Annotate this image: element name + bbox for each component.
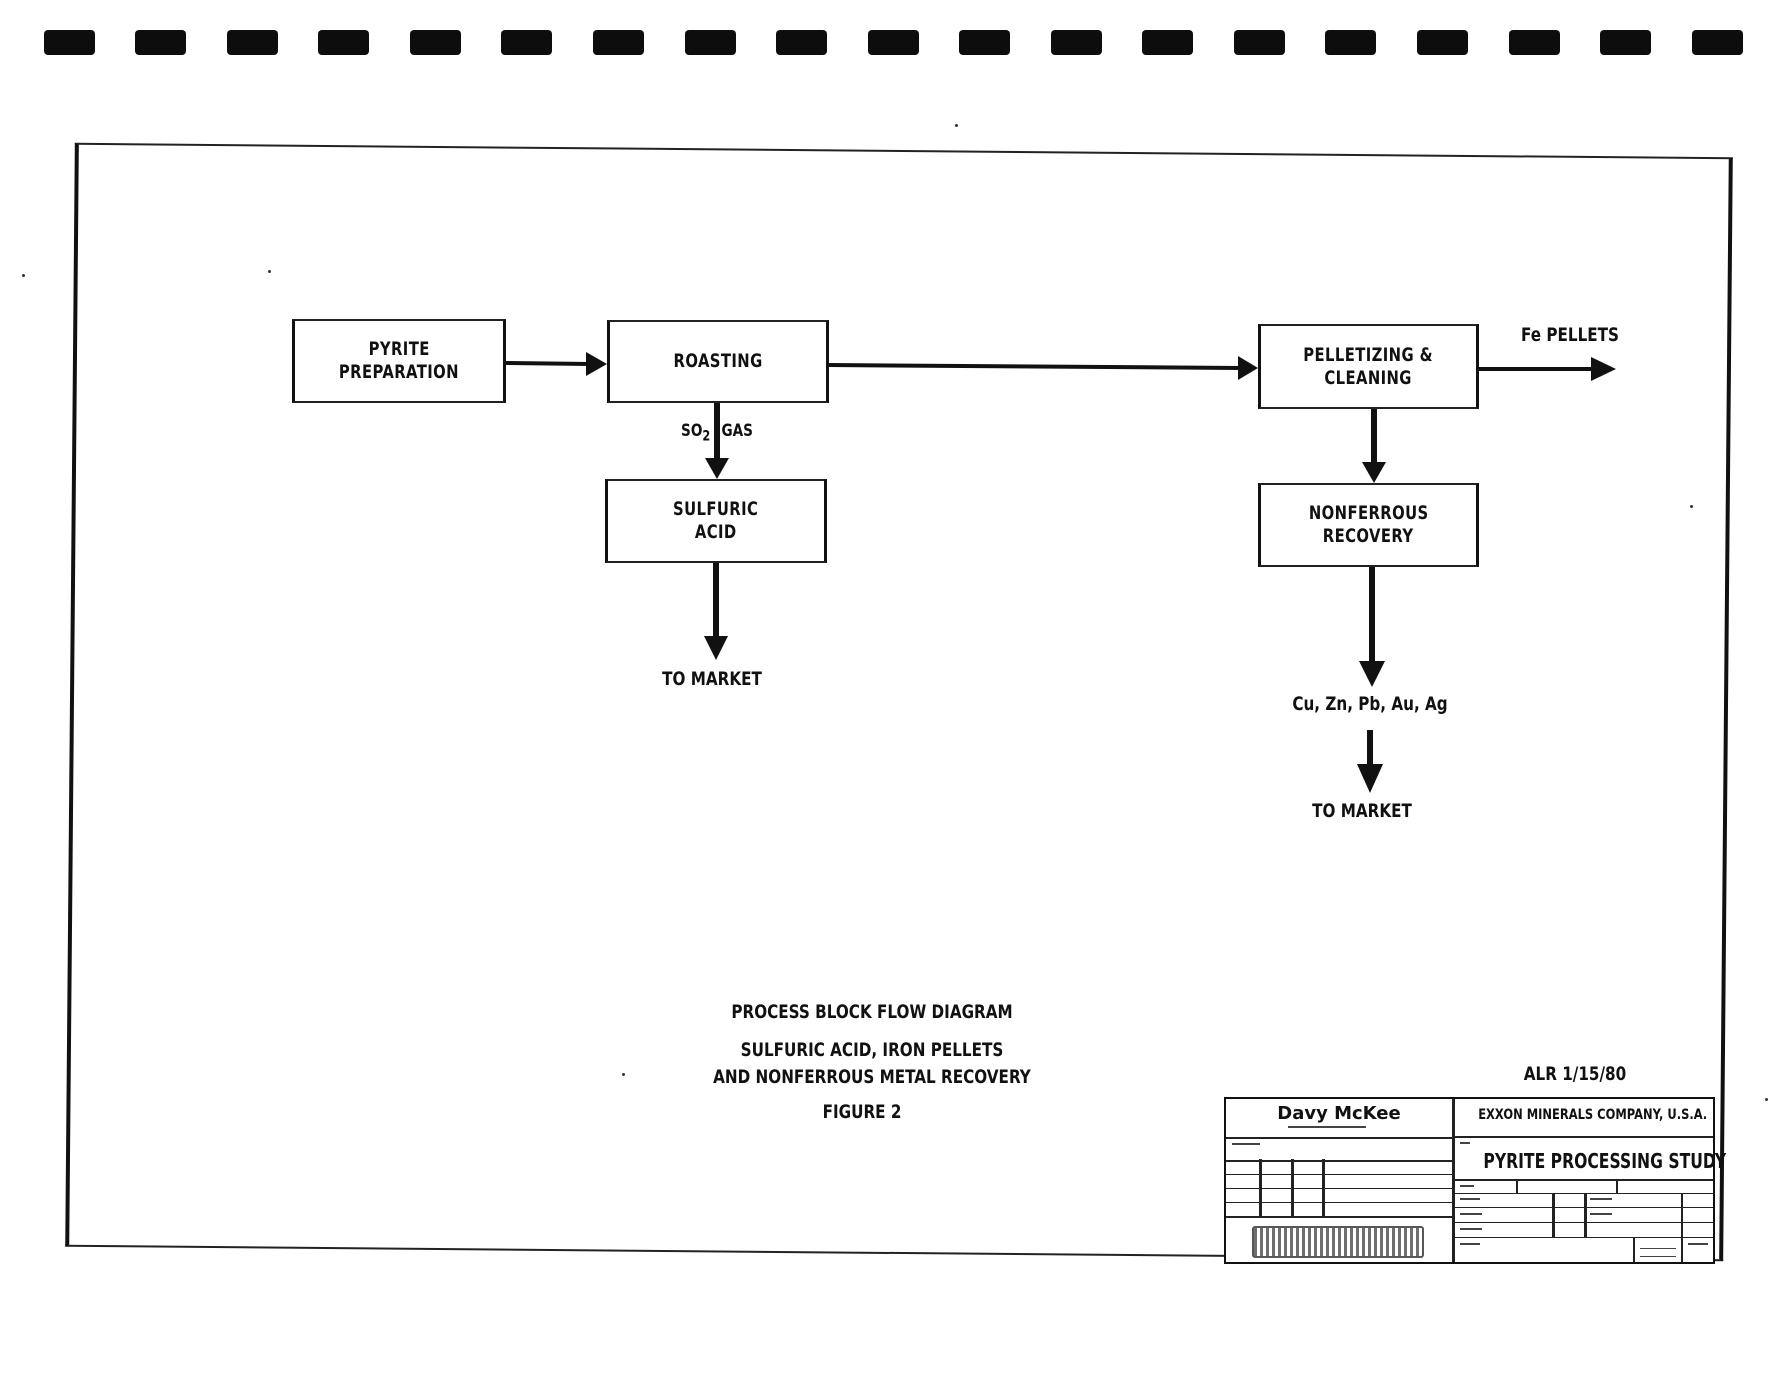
field-label bbox=[1460, 1198, 1480, 1200]
rule bbox=[1633, 1237, 1635, 1262]
punch-hole bbox=[1509, 30, 1560, 55]
punch-hole bbox=[227, 30, 278, 55]
scan-speck bbox=[622, 1073, 625, 1076]
caption-subtitle-1: SULFURIC ACID, IRON PELLETS bbox=[740, 1039, 1004, 1061]
field-label bbox=[1640, 1248, 1676, 1249]
punch-hole bbox=[501, 30, 552, 55]
node-label: ACID bbox=[695, 521, 737, 543]
punch-hole bbox=[44, 30, 95, 55]
firm-tagline bbox=[1288, 1126, 1366, 1128]
rule bbox=[1616, 1179, 1618, 1193]
rule bbox=[1226, 1137, 1452, 1139]
rule bbox=[1226, 1202, 1452, 1203]
stamp-box bbox=[1252, 1226, 1424, 1258]
title-block: Davy McKee EXXON MINERALS COMPANY, U.S.A… bbox=[1224, 1097, 1726, 1264]
field-label bbox=[1688, 1243, 1708, 1245]
field-label bbox=[1640, 1256, 1676, 1257]
so2-text: SO bbox=[681, 421, 703, 441]
punch-hole bbox=[1417, 30, 1468, 55]
so2-subscript: 2 bbox=[702, 428, 711, 445]
rule bbox=[1226, 1174, 1452, 1175]
client-name: EXXON MINERALS COMPANY, U.S.A. bbox=[1478, 1107, 1708, 1123]
node-sulfuric-acid: SULFURIC ACID bbox=[605, 479, 827, 563]
punch-hole bbox=[1325, 30, 1376, 55]
rule bbox=[1455, 1222, 1713, 1223]
rule bbox=[1455, 1179, 1713, 1181]
punch-hole bbox=[1692, 30, 1743, 55]
rule bbox=[1516, 1179, 1518, 1193]
punch-hole bbox=[959, 30, 1010, 55]
signature-date: ALR 1/15/80 bbox=[1523, 1063, 1627, 1085]
node-label: PYRITE bbox=[368, 338, 430, 360]
punch-hole bbox=[318, 30, 369, 55]
punch-hole bbox=[410, 30, 461, 55]
rule bbox=[1455, 1237, 1713, 1238]
node-pelletizing-cleaning: PELLETIZING & CLEANING bbox=[1258, 324, 1479, 409]
punch-hole bbox=[776, 30, 827, 55]
node-pyrite-preparation: PYRITE PREPARATION bbox=[292, 319, 506, 403]
title-block-divider bbox=[1452, 1099, 1455, 1262]
node-label: RECOVERY bbox=[1323, 525, 1414, 547]
node-nonferrous-recovery: NONFERROUS RECOVERY bbox=[1258, 483, 1479, 567]
field-label bbox=[1460, 1142, 1470, 1144]
rule bbox=[1584, 1193, 1587, 1238]
punch-hole bbox=[1142, 30, 1193, 55]
firm-name: Davy McKee bbox=[1277, 1103, 1401, 1124]
to-market-label-metals: TO MARKET bbox=[1312, 800, 1412, 822]
drawing-title: PYRITE PROCESSING STUDY bbox=[1483, 1149, 1726, 1173]
field-label bbox=[1590, 1198, 1612, 1200]
node-label: SULFURIC bbox=[673, 498, 759, 520]
punch-hole bbox=[135, 30, 186, 55]
punch-hole bbox=[685, 30, 736, 55]
punch-hole bbox=[1051, 30, 1102, 55]
node-label: PREPARATION bbox=[338, 361, 460, 383]
punch-hole bbox=[868, 30, 919, 55]
scan-speck bbox=[22, 274, 25, 277]
metals-label: Cu, Zn, Pb, Au, Ag bbox=[1292, 693, 1448, 715]
field-label bbox=[1460, 1243, 1480, 1245]
field-label bbox=[1460, 1213, 1482, 1215]
caption-title: PROCESS BLOCK FLOW DIAGRAM bbox=[731, 1001, 1013, 1023]
field-label bbox=[1232, 1143, 1260, 1145]
field-label bbox=[1460, 1185, 1474, 1187]
rule bbox=[1455, 1136, 1713, 1138]
punch-hole bbox=[593, 30, 644, 55]
scan-speck bbox=[1690, 505, 1693, 508]
punch-hole bbox=[1234, 30, 1285, 55]
node-label: ROASTING bbox=[673, 350, 763, 372]
rule bbox=[1455, 1207, 1713, 1208]
node-label: CLEANING bbox=[1324, 366, 1413, 389]
to-market-label-acid: TO MARKET bbox=[662, 668, 762, 690]
field-label bbox=[1460, 1228, 1482, 1230]
scan-speck bbox=[268, 270, 271, 273]
gas-text: GAS bbox=[721, 421, 753, 441]
caption-figure: FIGURE 2 bbox=[822, 1101, 902, 1123]
rule bbox=[1681, 1193, 1683, 1262]
rule bbox=[1226, 1216, 1452, 1218]
node-label: PELLETIZING & bbox=[1303, 343, 1434, 366]
scan-speck bbox=[955, 124, 958, 127]
node-label: NONFERROUS bbox=[1308, 502, 1429, 524]
field-label bbox=[1590, 1213, 1612, 1215]
rule bbox=[1226, 1188, 1452, 1189]
node-roasting: ROASTING bbox=[607, 320, 829, 403]
caption-subtitle-2: AND NONFERROUS METAL RECOVERY bbox=[713, 1066, 1031, 1088]
scan-speck bbox=[1765, 1098, 1768, 1101]
rule bbox=[1226, 1160, 1452, 1162]
rule bbox=[1552, 1193, 1555, 1238]
fe-pellets-label: Fe PELLETS bbox=[1521, 324, 1619, 346]
punch-hole bbox=[1600, 30, 1651, 55]
drawing-frame bbox=[65, 142, 1733, 1262]
so2-gas-label: SO2 GAS bbox=[681, 421, 753, 444]
